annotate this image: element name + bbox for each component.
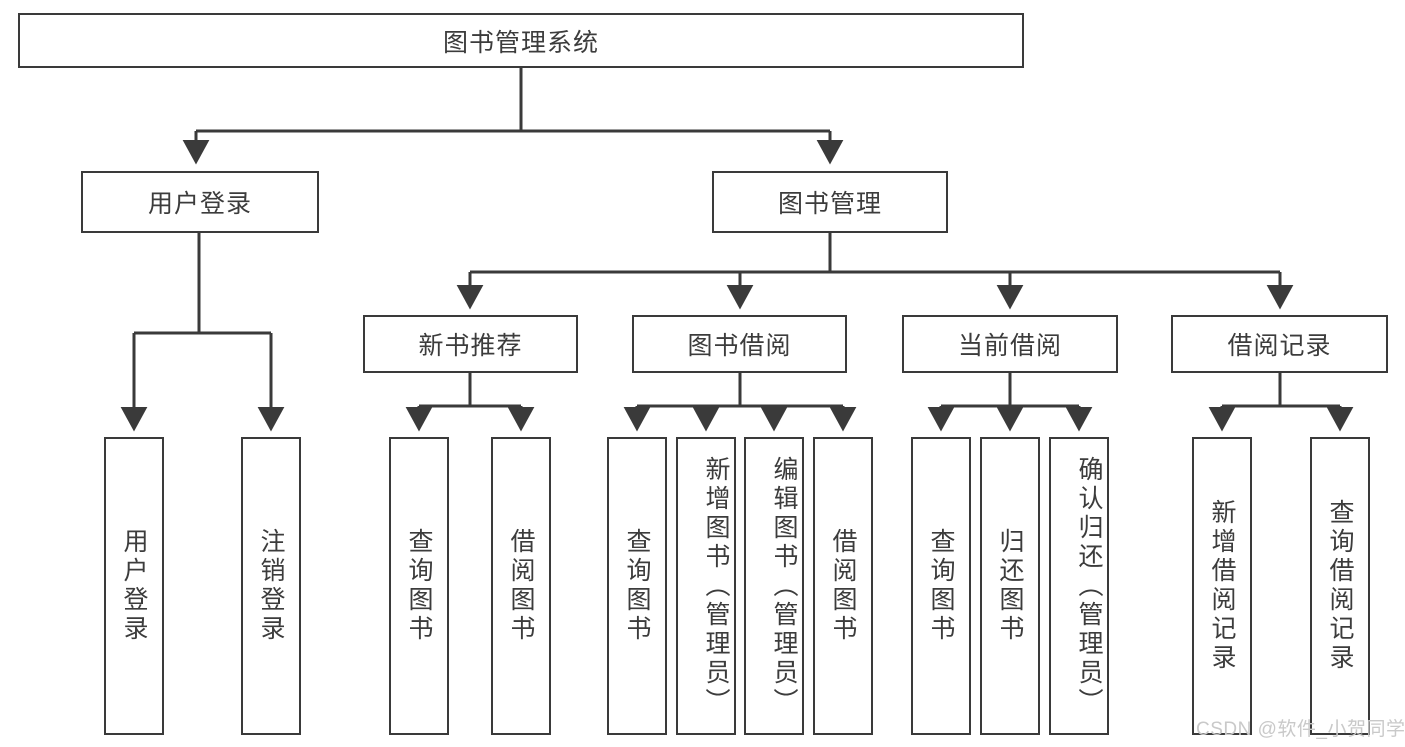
- node-label: 查询图书: [405, 528, 433, 644]
- node-label: 查询图书: [927, 528, 955, 644]
- leaf-book-borrow-edit-book-admin[interactable]: 编辑图书（管理员）: [744, 437, 804, 735]
- leaf-book-borrow-query-book[interactable]: 查询图书: [607, 437, 667, 735]
- node-borrow-record[interactable]: 借阅记录: [1171, 315, 1388, 373]
- node-label: 新增图书（管理员）: [702, 455, 730, 717]
- node-user-login[interactable]: 用户登录: [81, 171, 319, 233]
- node-new-book-recommend[interactable]: 新书推荐: [363, 315, 578, 373]
- leaf-user-login-login[interactable]: 用户登录: [104, 437, 164, 735]
- node-label: 用户登录: [147, 190, 252, 218]
- node-book-borrow[interactable]: 图书借阅: [632, 315, 847, 373]
- node-label: 借阅图书: [507, 528, 535, 644]
- leaf-new-book-borrow-book[interactable]: 借阅图书: [491, 437, 551, 735]
- leaf-borrow-record-add-record[interactable]: 新增借阅记录: [1192, 437, 1252, 735]
- node-book-management[interactable]: 图书管理: [712, 171, 948, 233]
- node-root-book-management-system[interactable]: 图书管理系统: [18, 13, 1024, 68]
- node-label: 查询借阅记录: [1326, 499, 1354, 673]
- leaf-current-borrow-query-book[interactable]: 查询图书: [911, 437, 971, 735]
- node-label: 确认归还（管理员）: [1075, 455, 1103, 717]
- node-label: 编辑图书（管理员）: [770, 455, 798, 717]
- node-label: 图书管理: [777, 190, 882, 218]
- node-label: 查询图书: [623, 528, 651, 644]
- node-label: 图书借阅: [687, 332, 792, 360]
- leaf-new-book-query-book[interactable]: 查询图书: [389, 437, 449, 735]
- node-label: 用户登录: [120, 528, 148, 644]
- node-label: 归还图书: [996, 528, 1024, 644]
- leaf-current-borrow-return-book[interactable]: 归还图书: [980, 437, 1040, 735]
- node-label: 图书管理系统: [442, 28, 599, 57]
- node-label: 新书推荐: [418, 332, 523, 360]
- node-label: 借阅记录: [1227, 332, 1332, 360]
- node-label: 当前借阅: [957, 332, 1062, 360]
- leaf-borrow-record-query-record[interactable]: 查询借阅记录: [1310, 437, 1370, 735]
- node-current-borrow[interactable]: 当前借阅: [902, 315, 1118, 373]
- node-label: 借阅图书: [829, 528, 857, 644]
- leaf-book-borrow-borrow-book[interactable]: 借阅图书: [813, 437, 873, 735]
- leaf-user-login-logout[interactable]: 注销登录: [241, 437, 301, 735]
- node-label: 注销登录: [257, 528, 285, 644]
- node-label: 新增借阅记录: [1208, 499, 1236, 673]
- leaf-current-borrow-confirm-return-admin[interactable]: 确认归还（管理员）: [1049, 437, 1109, 735]
- leaf-book-borrow-add-book-admin[interactable]: 新增图书（管理员）: [676, 437, 736, 735]
